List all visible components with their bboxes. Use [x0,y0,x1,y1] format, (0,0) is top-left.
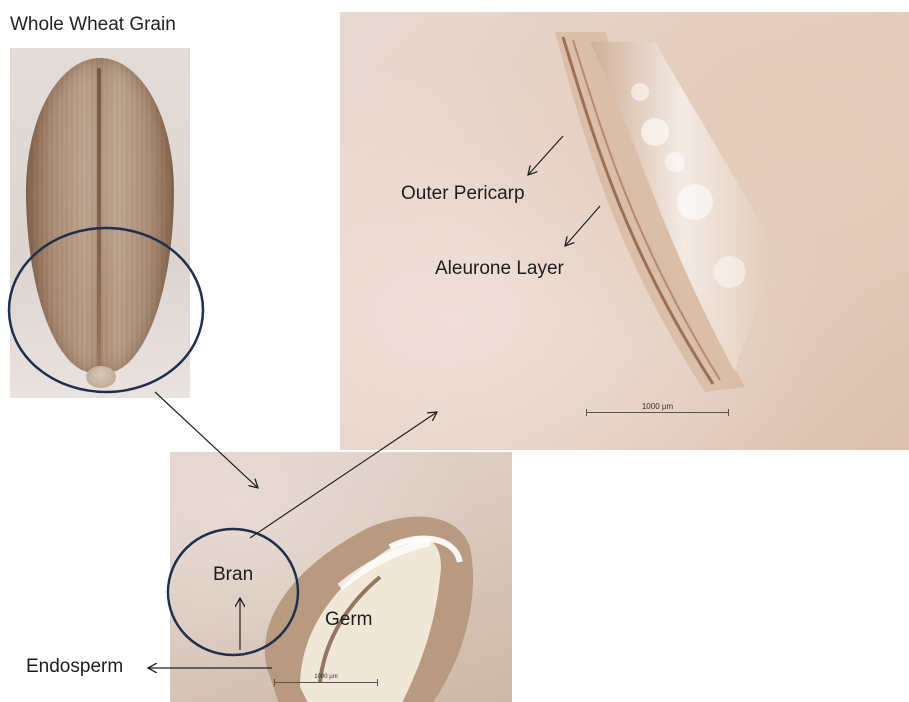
grain-germ-tip [86,366,116,388]
bran-layer-image [545,12,805,432]
micro-scale-label: 1000 µm [586,402,729,411]
whole-grain-photo [10,48,190,398]
label-endosperm: Endosperm [26,656,123,678]
cross-section-image [230,507,510,702]
diagram-title: Whole Wheat Grain [10,14,176,36]
label-bran: Bran [213,564,253,586]
label-germ: Germ [325,609,373,631]
micro-scale-bar [586,412,729,413]
label-aleurone-layer: Aleurone Layer [435,258,564,280]
bran-microscope-photo: 1000 µm [340,12,909,450]
section-scale-bar [274,682,378,683]
grain-crease [97,68,101,368]
section-scale-label: 1000 µm [274,674,378,680]
label-outer-pericarp: Outer Pericarp [401,183,525,205]
